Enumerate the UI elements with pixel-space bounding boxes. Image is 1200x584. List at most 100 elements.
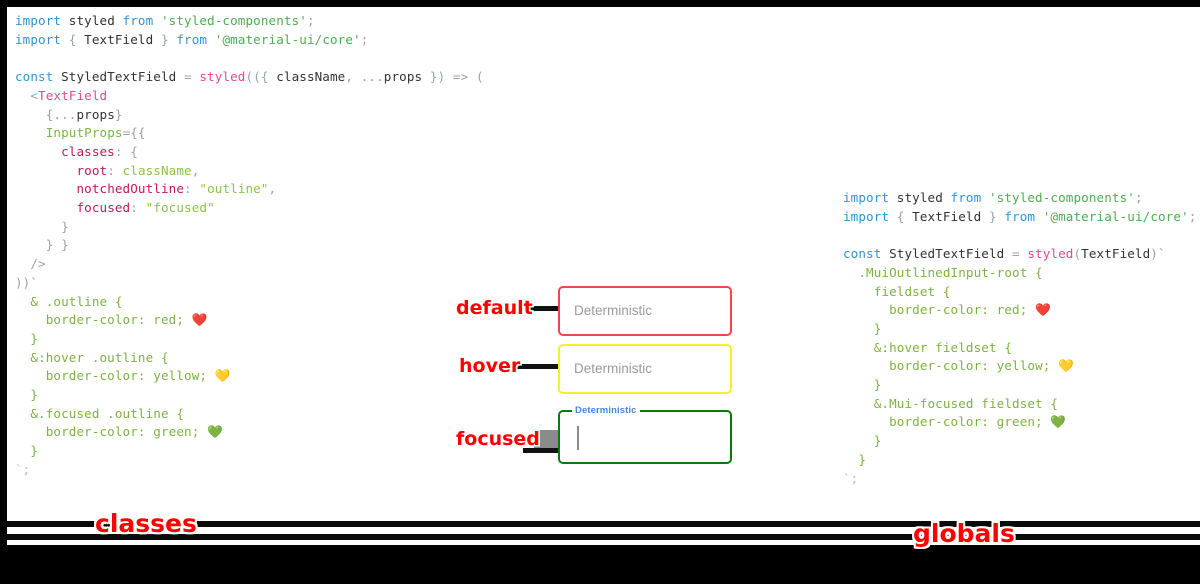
code-line: &.focused .outline { bbox=[15, 405, 484, 424]
code-token: , bbox=[191, 162, 200, 178]
code-token: fieldset { bbox=[843, 283, 951, 299]
code-token: &.focused .outline { bbox=[15, 405, 185, 421]
text-cursor bbox=[577, 426, 579, 450]
code-line: } bbox=[15, 442, 484, 461]
code-token: from bbox=[168, 31, 215, 47]
code-token: "outline" bbox=[199, 181, 269, 197]
code-token bbox=[15, 200, 76, 215]
code-line: border-color: yellow; 💛 bbox=[843, 357, 1196, 376]
code-token: : bbox=[130, 200, 146, 216]
code-token: classes bbox=[61, 143, 115, 159]
code-token: ; bbox=[306, 13, 315, 28]
bottom-black-band bbox=[0, 545, 1200, 584]
textfield-focused[interactable]: Deterministic bbox=[558, 405, 732, 464]
code-line: border-color: yellow; 💛 bbox=[15, 367, 484, 386]
code-line: notchedOutline: "outline", bbox=[15, 180, 484, 199]
heart-icon: 💚 bbox=[1050, 414, 1067, 430]
code-token: : { bbox=[114, 143, 138, 159]
code-token: 'styled-components' bbox=[160, 13, 307, 28]
code-token: = bbox=[176, 69, 200, 85]
heart-icon: ❤️ bbox=[191, 312, 208, 328]
code-token: border-color: red; bbox=[15, 312, 192, 328]
code-token: const bbox=[843, 246, 890, 262]
code-line: <TextField bbox=[15, 87, 484, 106]
code-line: import { TextField } from '@material-ui/… bbox=[843, 208, 1196, 227]
code-token: : bbox=[107, 162, 123, 178]
code-line bbox=[843, 226, 1196, 245]
code-token: from bbox=[996, 208, 1043, 224]
heart-icon: 💛 bbox=[1058, 358, 1074, 374]
code-token: } bbox=[114, 106, 123, 122]
code-token: border-color: yellow; bbox=[843, 358, 1059, 374]
code-line: InputProps={{ bbox=[15, 124, 484, 143]
code-line: } bbox=[843, 451, 1196, 470]
code-line: } bbox=[15, 218, 484, 237]
code-token: &.Mui-focused fieldset { bbox=[843, 395, 1059, 411]
code-token: ; bbox=[1134, 190, 1143, 205]
section-label-classes: classes bbox=[95, 509, 197, 538]
demo-label-focused: focused bbox=[456, 428, 540, 450]
code-token: border-color: green; bbox=[15, 424, 208, 440]
section-rule-upper bbox=[0, 521, 1200, 527]
textfield-default[interactable]: Deterministic bbox=[558, 286, 732, 336]
code-token: & .outline { bbox=[15, 293, 123, 309]
code-token bbox=[15, 163, 76, 178]
code-line: `; bbox=[843, 470, 1196, 489]
left-black-band bbox=[0, 0, 7, 584]
code-token: InputProps bbox=[45, 125, 123, 141]
code-token: className bbox=[276, 69, 346, 85]
code-token: from bbox=[114, 13, 161, 28]
top-black-band bbox=[0, 0, 1200, 7]
code-line: /> bbox=[15, 255, 484, 274]
code-block-classes: import styled from 'styled-components';i… bbox=[15, 12, 484, 480]
heart-icon: 💛 bbox=[214, 368, 231, 384]
code-line: ))` bbox=[15, 274, 484, 293]
code-token: styled bbox=[1027, 246, 1074, 262]
connector-focused-cap bbox=[534, 430, 558, 448]
code-line: } } bbox=[15, 236, 484, 255]
code-token: } } bbox=[15, 237, 69, 253]
code-token: } bbox=[15, 443, 39, 459]
code-token: className bbox=[122, 162, 192, 178]
code-token: 'styled-components' bbox=[988, 190, 1135, 205]
code-token: props bbox=[76, 106, 115, 122]
heart-icon: ❤️ bbox=[1035, 302, 1051, 318]
connector-hover bbox=[513, 364, 571, 369]
code-token: } bbox=[15, 218, 69, 234]
code-token: TextField bbox=[38, 87, 108, 103]
code-token: } bbox=[15, 387, 39, 403]
code-line: } bbox=[15, 386, 484, 405]
code-token: border-color: green; bbox=[843, 414, 1051, 430]
code-line: import styled from 'styled-components'; bbox=[843, 189, 1196, 208]
code-token: '@material-ui/core' bbox=[1042, 208, 1189, 224]
code-token: .MuiOutlinedInput-root { bbox=[843, 264, 1043, 280]
heart-icon: 💚 bbox=[207, 424, 223, 440]
code-line: border-color: red; ❤️ bbox=[843, 301, 1196, 320]
code-block-globals: import styled from 'styled-components';i… bbox=[843, 189, 1196, 488]
code-token: import bbox=[15, 31, 69, 47]
code-token: )` bbox=[1150, 246, 1166, 262]
code-token: { bbox=[15, 106, 54, 122]
code-token: from bbox=[942, 190, 989, 205]
code-token: const bbox=[15, 69, 62, 85]
code-token: < bbox=[15, 87, 39, 103]
code-token: } bbox=[843, 451, 867, 467]
code-line: } bbox=[843, 320, 1196, 339]
code-line: border-color: red; ❤️ bbox=[15, 311, 484, 330]
code-token: border-color: yellow; bbox=[15, 368, 215, 384]
textfield-hover[interactable]: Deterministic bbox=[558, 344, 732, 394]
section-label-globals: globals bbox=[913, 519, 1015, 548]
code-token: } bbox=[988, 208, 997, 224]
textfield-default-placeholder: Deterministic bbox=[574, 303, 653, 318]
code-token: TextField bbox=[1081, 246, 1151, 262]
code-line: const StyledTextField = styled(TextField… bbox=[843, 245, 1196, 264]
code-token: border-color: red; bbox=[843, 302, 1036, 318]
code-token: }) => ( bbox=[422, 69, 484, 85]
code-line: classes: { bbox=[15, 143, 484, 162]
code-line: import styled from 'styled-components'; bbox=[15, 12, 484, 31]
code-token: } bbox=[160, 31, 169, 47]
code-token: notchedOutline bbox=[76, 181, 185, 197]
code-line: } bbox=[843, 432, 1196, 451]
code-token: import bbox=[15, 13, 69, 28]
